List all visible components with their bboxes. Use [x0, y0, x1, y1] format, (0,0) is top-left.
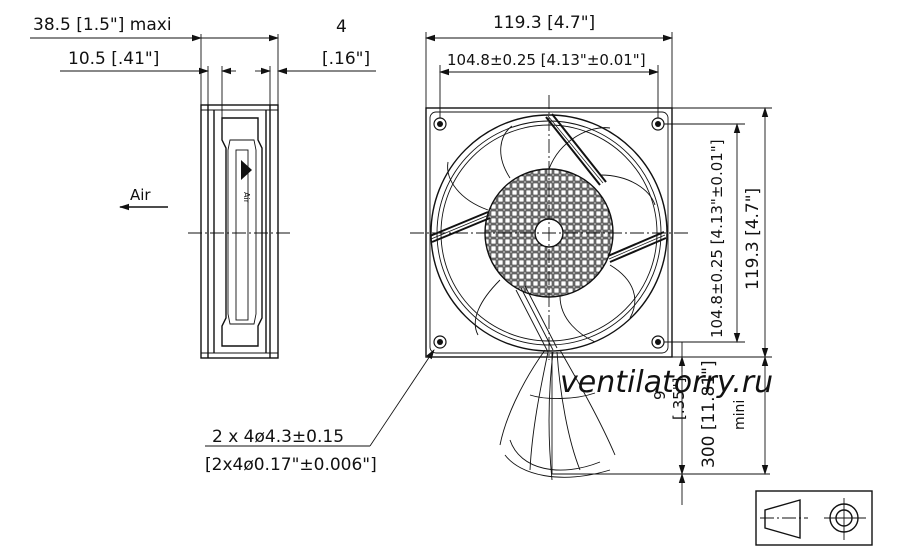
frame-thickness-dimension: 10.5 [.41"]: [68, 49, 159, 69]
rim-dimension-value: 4: [336, 17, 347, 37]
impeller-blades: [447, 125, 656, 343]
depth-dimension: 38.5 [1.5"] maxi: [33, 15, 172, 35]
lead-length-dimension: 300 [11.81"]: [699, 360, 719, 468]
airflow-label: Air: [130, 186, 151, 204]
motor-profile: [221, 117, 263, 347]
mounting-hole-leader: [369, 349, 435, 447]
lead-length-note: mini: [732, 400, 748, 430]
side-view: Air Air 38.5 [1.5"] maxi 10.5 [.41"] 4 […: [30, 15, 376, 359]
side-view-outline: [200, 104, 279, 359]
first-angle-projection-symbol: [755, 490, 873, 546]
watermark: ventilatorry.ru: [560, 365, 773, 400]
mounting-holes-inch: [2x4ø0.17"±0.006"]: [205, 455, 377, 475]
hole-spacing-horizontal-dimension: 104.8±0.25 [4.13"±0.01"]: [447, 51, 646, 69]
rim-dimension-inch: [.16"]: [322, 49, 370, 69]
lead-offset-inch: [.35"]: [670, 378, 688, 420]
frame-struts: [429, 113, 667, 263]
lead-wires: [499, 285, 616, 481]
width-dimension: 119.3 [4.7"]: [493, 13, 595, 33]
height-dimension: 119.3 [4.7"]: [743, 188, 763, 290]
rotation-label-icon: [241, 160, 252, 180]
lead-offset-value: 9: [651, 390, 669, 400]
mounting-holes-dimension: 2 x 4ø4.3±0.15: [212, 427, 344, 447]
svg-text:Air: Air: [242, 192, 251, 204]
front-view: 119.3 [4.7"] 104.8±0.25 [4.13"±0.01"] 10…: [205, 13, 772, 505]
hole-spacing-vertical-dimension: 104.8±0.25 [4.13"±0.01"]: [708, 139, 726, 338]
